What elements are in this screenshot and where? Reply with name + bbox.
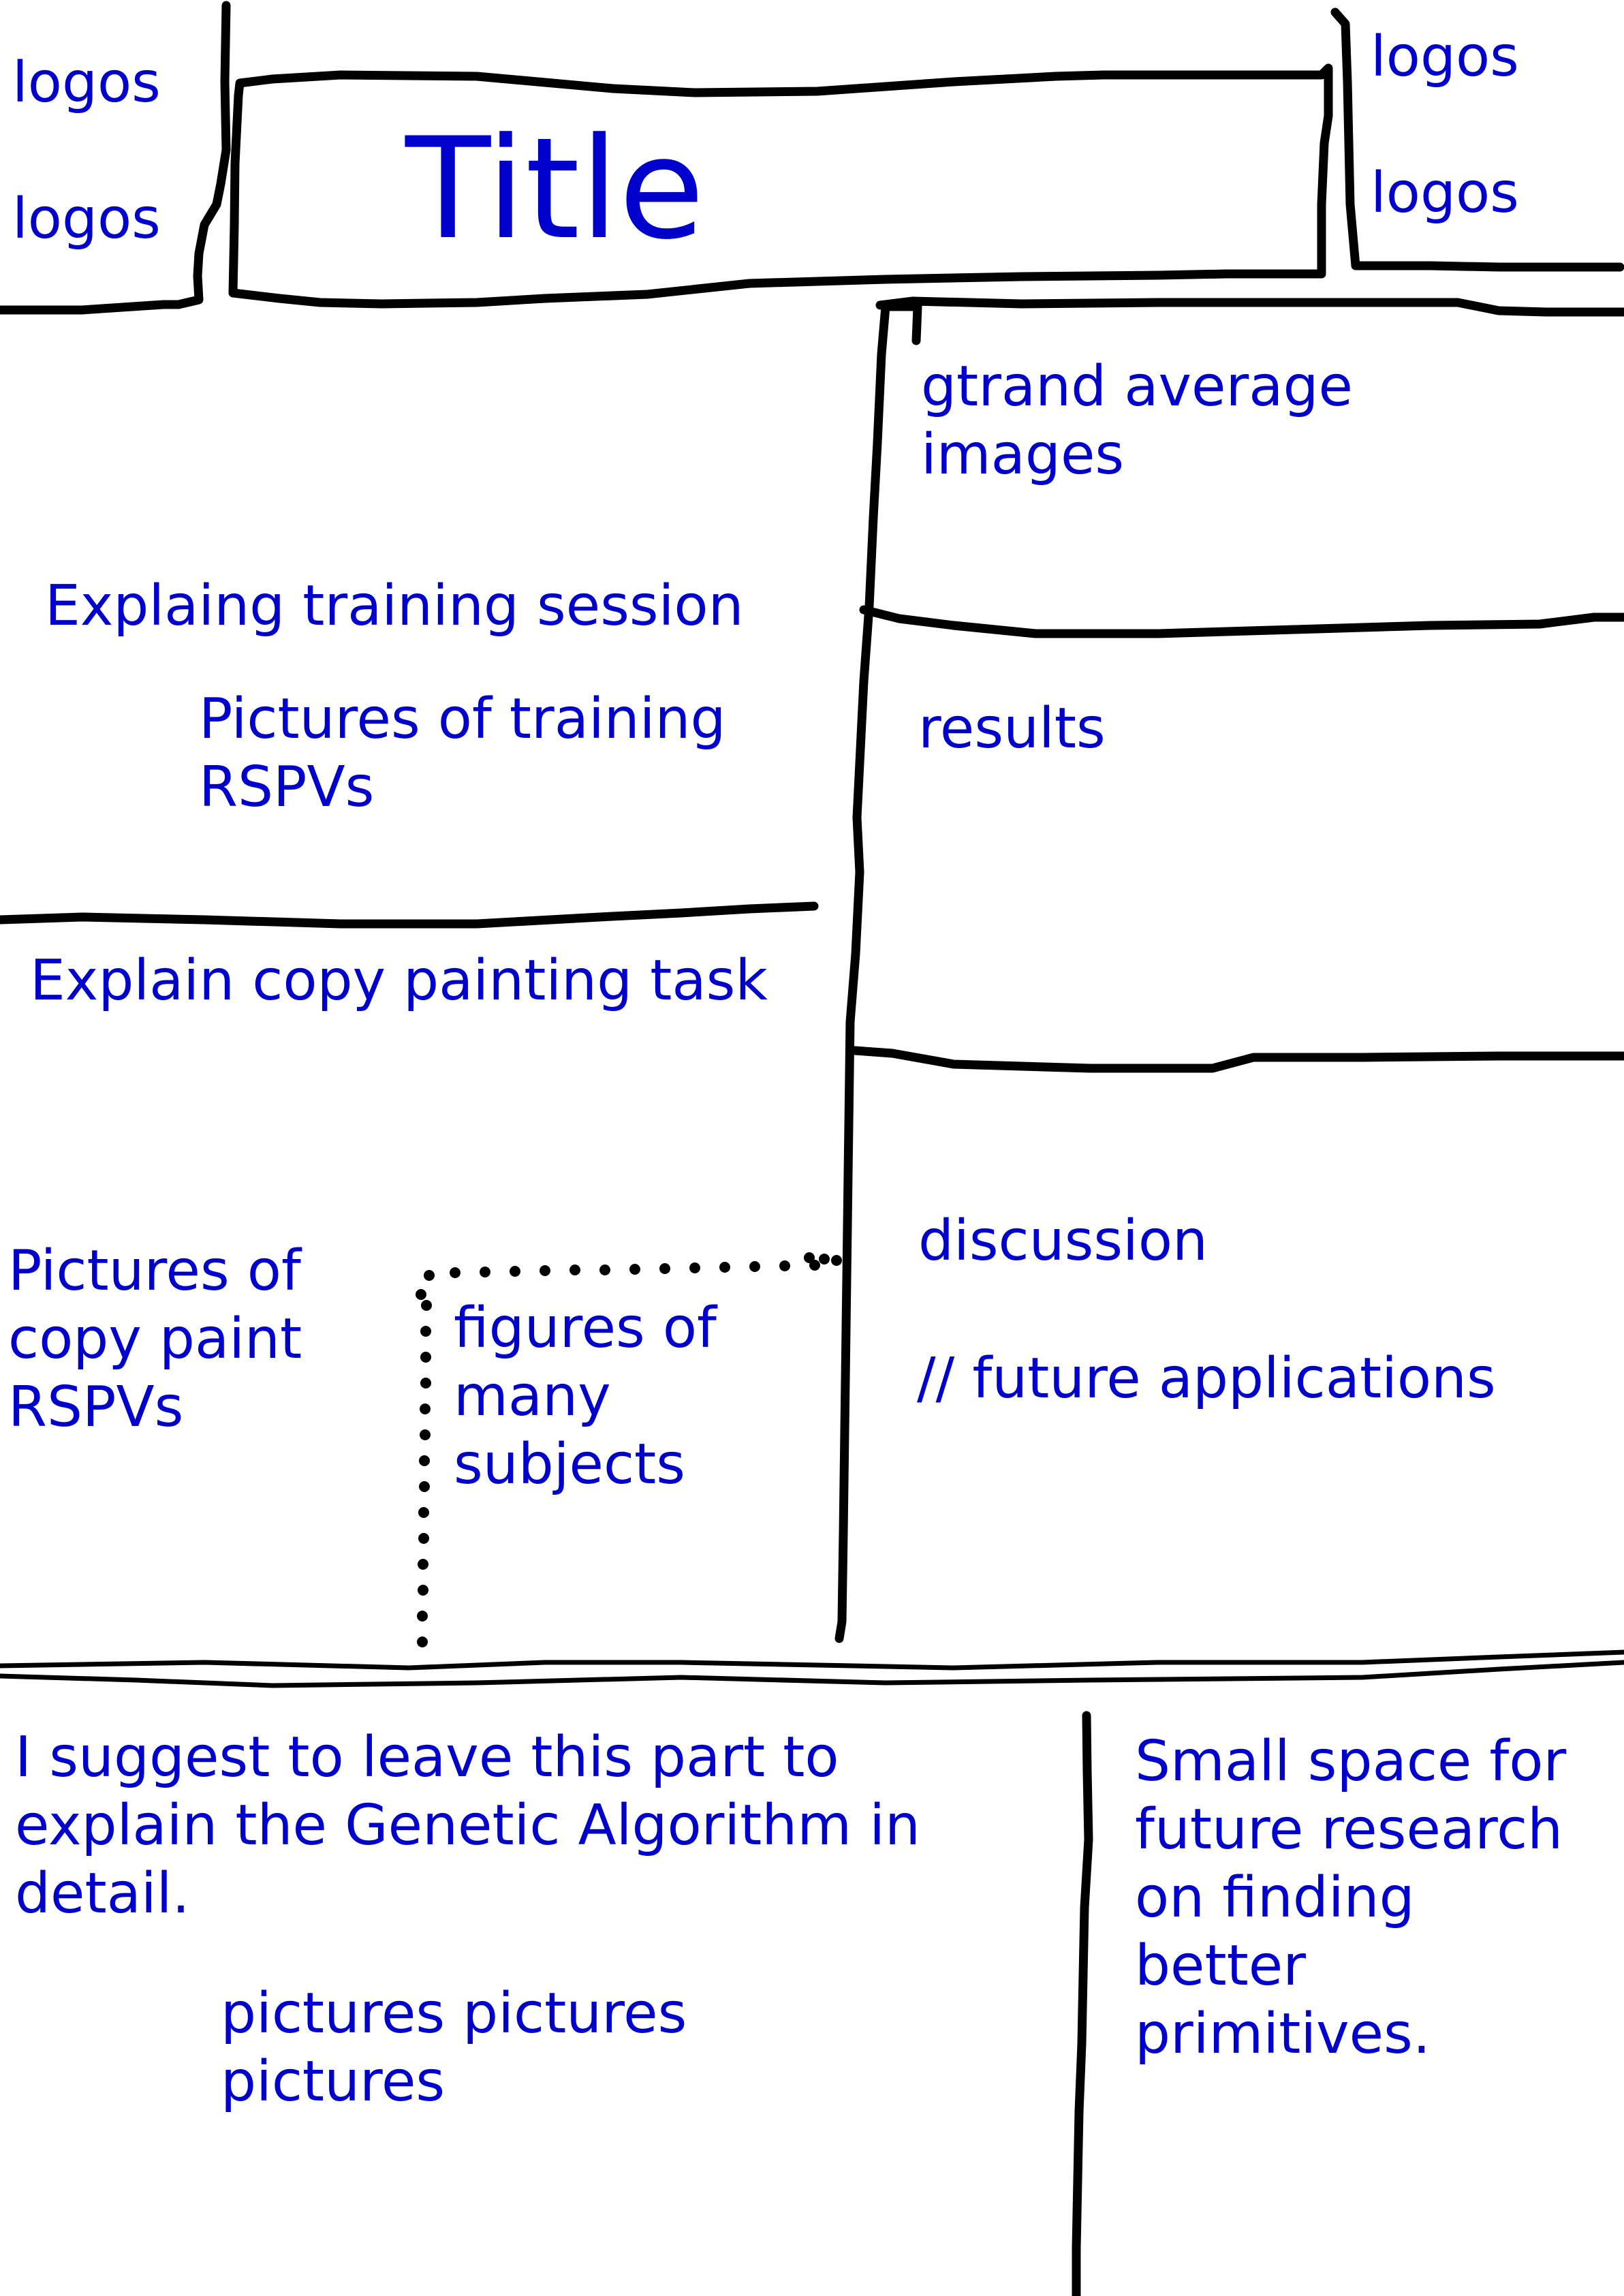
bottom-border-lower xyxy=(0,1660,1624,1688)
right-top-border xyxy=(875,296,1624,317)
dotted-connector-dot xyxy=(424,1270,435,1281)
copy-pictures-label: Pictures of copy paint RSPVs xyxy=(8,1239,302,1440)
header-left-divider xyxy=(0,1,231,315)
dotted-connector xyxy=(416,1252,842,1647)
dotted-connector-dot xyxy=(540,1265,550,1276)
dotted-connector-dot xyxy=(420,1378,431,1389)
logos-label-top-left: logos xyxy=(12,50,161,115)
dotted-connector-dot xyxy=(420,1403,431,1414)
dotted-connector-dot xyxy=(719,1262,730,1273)
title-box xyxy=(228,63,1333,309)
center-divider xyxy=(834,302,922,1643)
dotted-connector-dot xyxy=(809,1260,820,1271)
dotted-connector-dot xyxy=(421,1300,432,1311)
training-heading: Explaing training session xyxy=(45,574,744,638)
dotted-connector-dot xyxy=(418,1533,429,1544)
header-right-divider xyxy=(1330,7,1624,272)
dotted-connector-dot xyxy=(569,1265,580,1275)
dotted-connector-dot xyxy=(450,1267,460,1278)
dotted-connector-dot xyxy=(418,1507,429,1518)
dotted-connector-dot xyxy=(420,1352,431,1363)
pictures-placeholder: pictures pictures pictures xyxy=(221,1981,687,2115)
dotted-connector-dot xyxy=(480,1267,490,1277)
bottom-divider xyxy=(1072,1711,1093,2296)
discussion-top-border xyxy=(850,1046,1624,1073)
dotted-connector-dot xyxy=(749,1261,760,1272)
dotted-connector-dot xyxy=(659,1263,670,1274)
genetic-algorithm-note: I suggest to leave this part to explain … xyxy=(15,1725,920,1927)
left-section-divider xyxy=(0,901,819,929)
figures-note: figures of many subjects xyxy=(454,1296,717,1498)
logos-label-mid-left: logos xyxy=(12,187,161,251)
logos-label-mid-right: logos xyxy=(1371,161,1519,226)
future-research-note: Small space for future research on findi… xyxy=(1135,1729,1567,2067)
bottom-border-upper xyxy=(0,1649,1624,1671)
dotted-connector-dot xyxy=(420,1326,431,1337)
dotted-connector-dot xyxy=(819,1254,830,1265)
dotted-connector-dot xyxy=(419,1455,430,1466)
dotted-connector-dot xyxy=(417,1611,428,1622)
grand-average-label: gtrand average images xyxy=(921,354,1353,488)
future-applications-label: // future applications xyxy=(917,1346,1496,1411)
dotted-connector-dot xyxy=(689,1262,700,1273)
poster-title: Title xyxy=(405,108,705,270)
discussion-label: discussion xyxy=(918,1209,1208,1273)
dotted-connector-dot xyxy=(418,1559,428,1570)
dotted-connector-dot xyxy=(417,1636,428,1647)
dotted-connector-dot xyxy=(629,1264,640,1275)
dotted-connector-dot xyxy=(416,1289,426,1300)
dotted-connector-dot xyxy=(510,1266,520,1277)
dotted-connector-dot xyxy=(599,1265,610,1275)
training-pictures-label: Pictures of training RSPVs xyxy=(199,687,726,820)
dotted-connector-dot xyxy=(420,1429,431,1440)
logos-label-top-right: logos xyxy=(1371,25,1519,89)
dotted-connector-dot xyxy=(804,1252,815,1263)
results-top-border xyxy=(859,605,1624,638)
copy-painting-heading: Explain copy painting task xyxy=(30,948,768,1013)
results-label: results xyxy=(918,696,1106,761)
dotted-connector-dot xyxy=(418,1585,428,1596)
dotted-connector-dot xyxy=(419,1481,430,1492)
dotted-connector-dot xyxy=(779,1260,790,1271)
dotted-connector-dot xyxy=(831,1255,842,1266)
